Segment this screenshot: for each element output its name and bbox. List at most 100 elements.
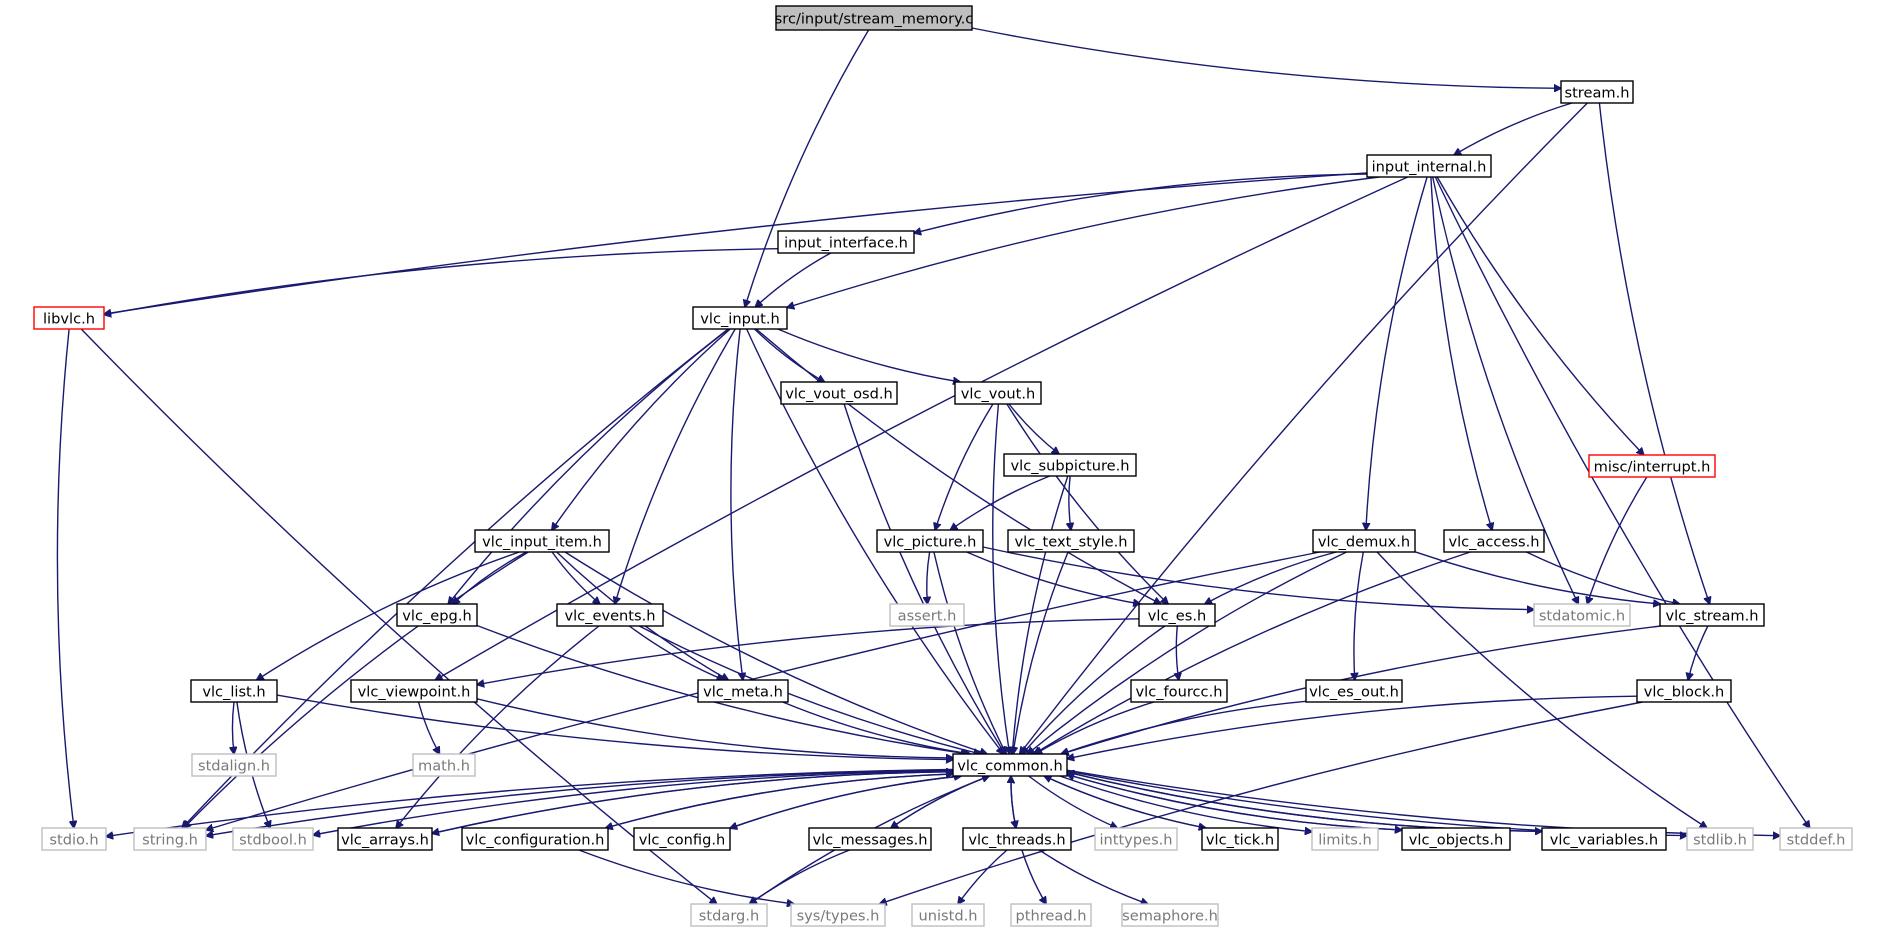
node-box: [133, 827, 207, 851]
edge-input-internal-h-to-stdatomic-h: [1432, 176, 1579, 604]
edge-vlc-input-h-to-string-h: [182, 328, 729, 828]
edge-vlc-arrays-h-to-vlc-common-h: [431, 772, 953, 835]
node-vlc-tick-h[interactable]: vlc_tick.h: [1201, 827, 1279, 851]
node-label: inttypes.h: [1099, 832, 1172, 849]
edge-vlc-demux-h-to-string-h: [206, 551, 1321, 830]
edge-libvlc-h-to-stdarg-h: [80, 328, 717, 904]
node-vlc-input-h[interactable]: vlc_input.h: [692, 306, 788, 330]
node-box: [396, 603, 478, 627]
edge-vlc-threads-h-to-semaphore-h: [1038, 849, 1148, 904]
node-vlc-input-item-h[interactable]: vlc_input_item.h: [474, 529, 610, 553]
node-label: vlc_picture.h: [884, 534, 977, 551]
node-vlc-list-h[interactable]: vlc_list.h: [190, 679, 278, 703]
node-box: [889, 603, 965, 627]
node-input-interface-h[interactable]: input_interface.h: [777, 230, 915, 254]
node-vlc-threads-h[interactable]: vlc_threads.h: [962, 827, 1072, 851]
edge-input-interface-h-to-vlc-input-h: [755, 252, 832, 307]
node-label: semaphore.h: [1122, 908, 1218, 925]
node-vlc-common-h[interactable]: vlc_common.h: [952, 753, 1068, 777]
node-unistd-h: unistd.h: [911, 903, 985, 927]
node-label: vlc_es.h: [1148, 608, 1206, 625]
node-box: [33, 306, 105, 330]
node-vlc-es-out-h[interactable]: vlc_es_out.h: [1305, 679, 1403, 703]
node-vlc-arrays-h[interactable]: vlc_arrays.h: [337, 827, 433, 851]
node-label: vlc_vout.h: [961, 386, 1035, 403]
node-box: [952, 753, 1068, 777]
node-pthread-h: pthread.h: [1010, 903, 1092, 927]
edge-input-internal-h-to-input-interface-h: [914, 173, 1368, 233]
edge-input-internal-h-to-vlc-demux-h: [1366, 176, 1428, 530]
node-misc-interrupt-h[interactable]: misc/interrupt.h: [1588, 454, 1716, 478]
node-libvlc-h[interactable]: libvlc.h: [33, 306, 105, 330]
node-vlc-configuration-h[interactable]: vlc_configuration.h: [461, 827, 609, 851]
edge-vlc-subpicture-h-to-vlc-text-style-h: [1069, 475, 1071, 530]
node-label: stdalign.h: [198, 758, 270, 775]
edge-vlc-demux-h-to-vlc-es-out-h: [1354, 551, 1364, 680]
edge-vlc-messages-h-to-stdarg-h: [749, 849, 850, 904]
node-box: [790, 903, 886, 927]
node-box: [1366, 154, 1492, 178]
node-vlc-access-h[interactable]: vlc_access.h: [1443, 529, 1545, 553]
edge-vlc-common-h-to-stdbool-h: [313, 770, 954, 835]
node-vlc-vout-h[interactable]: vlc_vout.h: [954, 381, 1042, 405]
node-root-stream-memory-c[interactable]: src/input/stream_memory.c: [775, 5, 974, 31]
node-limits-h: limits.h: [1311, 827, 1379, 851]
node-label: vlc_events.h: [564, 608, 655, 625]
edge-vlc-vout-h-to-vlc-picture-h: [935, 403, 994, 530]
node-label: stdbool.h: [239, 832, 307, 849]
node-vlc-viewpoint-h[interactable]: vlc_viewpoint.h: [350, 679, 478, 703]
node-vlc-epg-h[interactable]: vlc_epg.h: [396, 603, 478, 627]
edge-vlc-input-item-h-to-vlc-events-h: [551, 551, 600, 604]
edge-vlc-picture-h-to-vlc-common-h: [933, 551, 1006, 754]
node-label: vlc_access.h: [1448, 534, 1539, 551]
node-label: string.h: [142, 832, 198, 849]
node-label: input_internal.h: [1372, 159, 1487, 176]
edge-vlc-vout-osd-h-to-vlc-common-h: [843, 403, 1005, 754]
edge-vlc-subpicture-h-to-vlc-picture-h: [950, 475, 1050, 530]
edge-vlc-input-h-to-vlc-es-h: [755, 328, 1161, 604]
edge-vlc-common-h-to-stdlib-h: [1066, 770, 1687, 836]
node-vlc-es-h[interactable]: vlc_es.h: [1138, 603, 1216, 627]
edge-input-internal-h-to-misc-interrupt-h: [1436, 176, 1644, 455]
node-vlc-demux-h[interactable]: vlc_demux.h: [1312, 529, 1416, 553]
node-box: [1443, 529, 1545, 553]
node-stream-h[interactable]: stream.h: [1560, 80, 1634, 104]
node-vlc-stream-h[interactable]: vlc_stream.h: [1659, 603, 1765, 627]
node-vlc-subpicture-h[interactable]: vlc_subpicture.h: [1003, 453, 1137, 477]
node-vlc-objects-h[interactable]: vlc_objects.h: [1401, 827, 1511, 851]
edge-input-internal-h-to-vlc-access-h: [1430, 176, 1492, 530]
node-label: src/input/stream_memory.c: [775, 11, 974, 28]
node-input-internal-h[interactable]: input_internal.h: [1366, 154, 1492, 178]
edge-stream-h-to-vlc-stream-h: [1598, 102, 1709, 604]
node-vlc-vout-osd-h[interactable]: vlc_vout_osd.h: [780, 381, 898, 405]
node-box: [1305, 679, 1403, 703]
node-vlc-block-h[interactable]: vlc_block.h: [1636, 679, 1732, 703]
edge-vlc-viewpoint-h-to-math-h: [417, 701, 440, 754]
node-vlc-events-h[interactable]: vlc_events.h: [556, 603, 664, 627]
node-box: [1636, 679, 1732, 703]
edge-vlc-input-h-to-vlc-input-item-h: [552, 328, 731, 530]
node-stdatomic-h: stdatomic.h: [1533, 603, 1631, 627]
node-vlc-messages-h[interactable]: vlc_messages.h: [808, 827, 932, 851]
node-vlc-fourcc-h[interactable]: vlc_fourcc.h: [1130, 679, 1228, 703]
node-vlc-variables-h[interactable]: vlc_variables.h: [1541, 827, 1667, 851]
node-semaphore-h: semaphore.h: [1121, 903, 1219, 927]
node-box: [1003, 453, 1137, 477]
node-box: [1121, 903, 1219, 927]
node-box: [1311, 827, 1379, 851]
edge-libvlc-h-to-stdio-h: [56, 328, 74, 828]
node-vlc-config-h[interactable]: vlc_config.h: [633, 827, 731, 851]
node-box: [1533, 603, 1631, 627]
node-label: stdlib.h: [1693, 832, 1747, 849]
node-vlc-meta-h[interactable]: vlc_meta.h: [697, 679, 789, 703]
node-label: vlc_input_item.h: [482, 534, 602, 551]
edge-root-to-stream-h: [971, 27, 1561, 88]
edge-vlc-picture-h-to-stdatomic-h: [982, 546, 1534, 610]
node-vlc-picture-h[interactable]: vlc_picture.h: [876, 529, 984, 553]
edge-vlc-demux-h-to-vlc-stream-h: [1414, 551, 1660, 604]
edge-vlc-threads-h-to-unistd-h: [958, 849, 1008, 904]
node-box: [474, 529, 610, 553]
node-box: [1686, 827, 1754, 851]
node-vlc-text-style-h[interactable]: vlc_text_style.h: [1007, 529, 1135, 553]
